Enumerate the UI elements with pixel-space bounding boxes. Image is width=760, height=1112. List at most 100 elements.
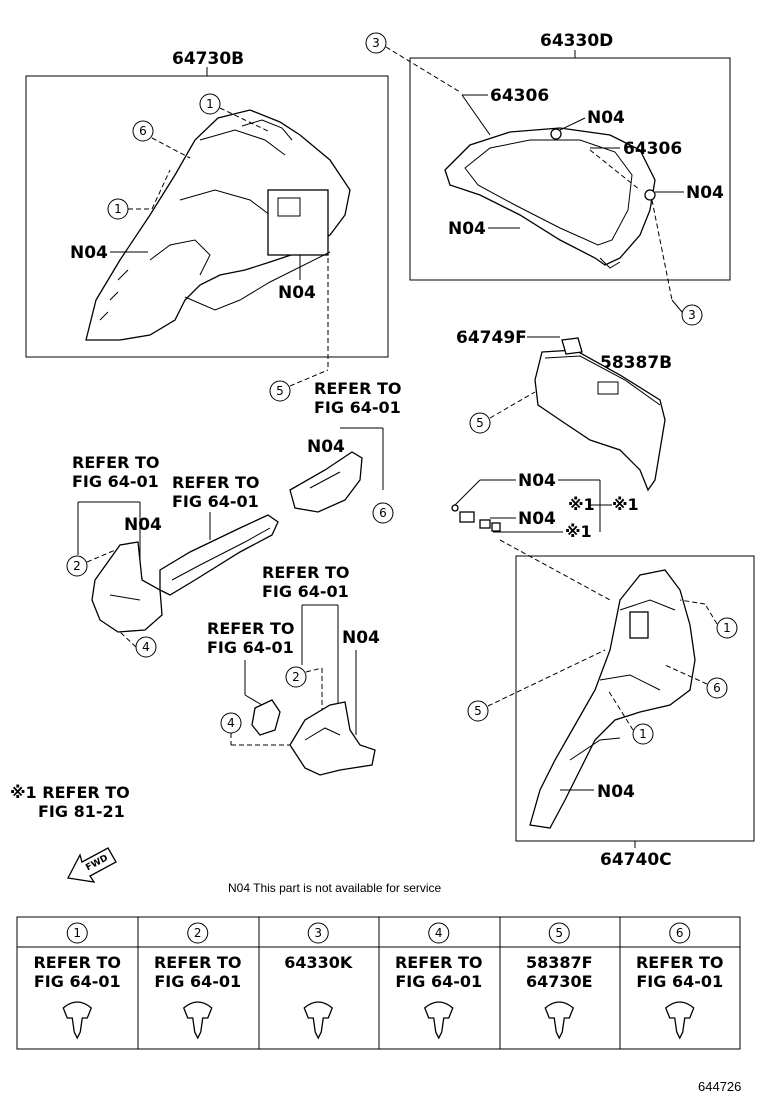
refer-fig-lower: FIG 64-01 xyxy=(262,582,349,601)
callout-5-mid-right[interactable]: 5 xyxy=(469,412,491,434)
legend-cell-3[interactable]: 3 64330K xyxy=(284,922,353,1040)
callout-1-right-a[interactable]: 1 xyxy=(716,617,738,639)
clip-icon xyxy=(544,1001,575,1040)
ast-mark-1: ※1 xyxy=(568,495,595,514)
callout-6-mid[interactable]: 6 xyxy=(372,502,394,524)
callout-5-left-mid[interactable]: 5 xyxy=(269,380,291,402)
ast-mark-2: ※1 xyxy=(612,495,639,514)
label-N04-pillar: N04 xyxy=(307,437,345,457)
quarter-trim-panel-right[interactable] xyxy=(529,569,696,829)
svg-text:4: 4 xyxy=(227,716,235,730)
label-N04-box1-left: N04 xyxy=(70,243,108,263)
label-N04-box1-right: N04 xyxy=(278,283,316,303)
callout-1-top[interactable]: 1 xyxy=(199,93,221,115)
legend-text: REFER TO xyxy=(395,953,483,972)
ast-mark-3: ※1 xyxy=(565,522,592,541)
legend-text: FIG 64-01 xyxy=(34,972,121,991)
svg-text:1: 1 xyxy=(723,621,731,635)
label-58387B[interactable]: 58387B xyxy=(600,353,672,373)
callout-4-left[interactable]: 4 xyxy=(135,636,157,658)
refer-fig-lower2: FIG 64-01 xyxy=(207,638,294,657)
package-tray-trim[interactable] xyxy=(444,127,656,269)
legend-text: REFER TO xyxy=(636,953,724,972)
side-cover-left[interactable] xyxy=(91,541,163,633)
callout-2-left[interactable]: 2 xyxy=(66,555,88,577)
legend-text: 64330K xyxy=(284,953,353,972)
callout-1-left[interactable]: 1 xyxy=(107,198,129,220)
label-N04-tray-a: N04 xyxy=(587,108,625,128)
label-N04-cover: N04 xyxy=(124,515,162,535)
legend-text: 64730E xyxy=(526,972,593,991)
legend-number: 5 xyxy=(555,926,563,940)
svg-text:1: 1 xyxy=(639,727,647,741)
refer-fig-sill: FIG 64-01 xyxy=(172,492,259,511)
refer-to-center: REFER TO xyxy=(314,379,402,398)
svg-text:5: 5 xyxy=(276,384,284,398)
legend-number: 6 xyxy=(676,926,684,940)
figure-id: 644726 xyxy=(698,1079,741,1094)
refer-to-left: REFER TO xyxy=(72,453,160,472)
callout-3-bottom[interactable]: 3 xyxy=(681,304,703,326)
clip-icon xyxy=(303,1001,334,1040)
callout-3-top[interactable]: 3 xyxy=(365,32,387,54)
small-bracket[interactable] xyxy=(251,699,281,736)
legend-text: FIG 64-01 xyxy=(154,972,241,991)
ast-refer-fig: FIG 81-21 xyxy=(38,802,125,821)
clip-parts[interactable] xyxy=(451,504,501,532)
pillar-trim-small[interactable] xyxy=(289,451,363,513)
label-N04-tray-b: N04 xyxy=(686,183,724,203)
refer-to-lower: REFER TO xyxy=(262,563,350,582)
label-N04-lower: N04 xyxy=(342,628,380,648)
legend-text: FIG 64-01 xyxy=(636,972,723,991)
refer-fig-center: FIG 64-01 xyxy=(314,398,401,417)
refer-fig-left: FIG 64-01 xyxy=(72,472,159,491)
callout-2-lower[interactable]: 2 xyxy=(285,666,307,688)
scuff-plate[interactable] xyxy=(159,514,279,596)
svg-text:6: 6 xyxy=(713,681,721,695)
legend-text: REFER TO xyxy=(154,953,242,972)
svg-text:1: 1 xyxy=(206,97,214,111)
legend-number: 4 xyxy=(435,926,443,940)
label-64730B[interactable]: 64730B xyxy=(172,49,244,69)
clip-icon xyxy=(182,1001,213,1040)
svg-text:6: 6 xyxy=(139,124,147,138)
fwd-arrow-icon: FWD xyxy=(67,847,117,883)
label-64749F[interactable]: 64749F xyxy=(456,328,527,348)
label-64330D[interactable]: 64330D xyxy=(540,31,613,51)
legend-table xyxy=(16,916,741,1050)
label-64306-a[interactable]: 64306 xyxy=(490,86,549,106)
lower-side-cover[interactable] xyxy=(289,701,376,776)
legend-number: 2 xyxy=(194,926,202,940)
luggage-trim-cover[interactable] xyxy=(534,337,666,492)
svg-text:1: 1 xyxy=(114,202,122,216)
refer-to-lower2: REFER TO xyxy=(207,619,295,638)
label-64740C[interactable]: 64740C xyxy=(600,850,672,870)
label-N04-clip-b: N04 xyxy=(518,509,556,529)
label-N04-tray-c: N04 xyxy=(448,219,486,239)
svg-text:2: 2 xyxy=(292,670,300,684)
legend-number: 3 xyxy=(314,926,322,940)
svg-text:3: 3 xyxy=(688,308,696,322)
svg-text:5: 5 xyxy=(476,416,484,430)
legend-text: REFER TO xyxy=(33,953,121,972)
quarter-trim-panel-left[interactable] xyxy=(85,109,351,341)
callout-6-top[interactable]: 6 xyxy=(132,120,154,142)
svg-text:4: 4 xyxy=(142,640,150,654)
label-N04-box3: N04 xyxy=(597,782,635,802)
label-64306-b[interactable]: 64306 xyxy=(623,139,682,159)
clip-icon xyxy=(62,1001,93,1040)
legend-text: FIG 64-01 xyxy=(395,972,482,991)
clip-icon xyxy=(664,1001,695,1040)
callout-1-right-b[interactable]: 1 xyxy=(632,723,654,745)
callout-4-lower[interactable]: 4 xyxy=(220,712,242,734)
clip-icon xyxy=(423,1001,454,1040)
callout-5-right[interactable]: 5 xyxy=(467,700,489,722)
box-64330D xyxy=(409,57,731,281)
svg-text:3: 3 xyxy=(372,36,380,50)
callout-6-right[interactable]: 6 xyxy=(706,677,728,699)
